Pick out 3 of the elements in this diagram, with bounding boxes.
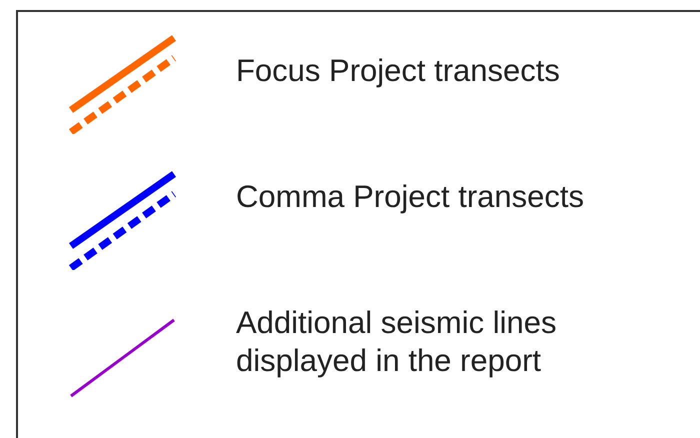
legend-label: Comma Project transects [236,178,585,216]
legend-label: Additional seismic lines displayed in the report [236,304,558,380]
legend-label: Focus Project transects [236,52,561,90]
